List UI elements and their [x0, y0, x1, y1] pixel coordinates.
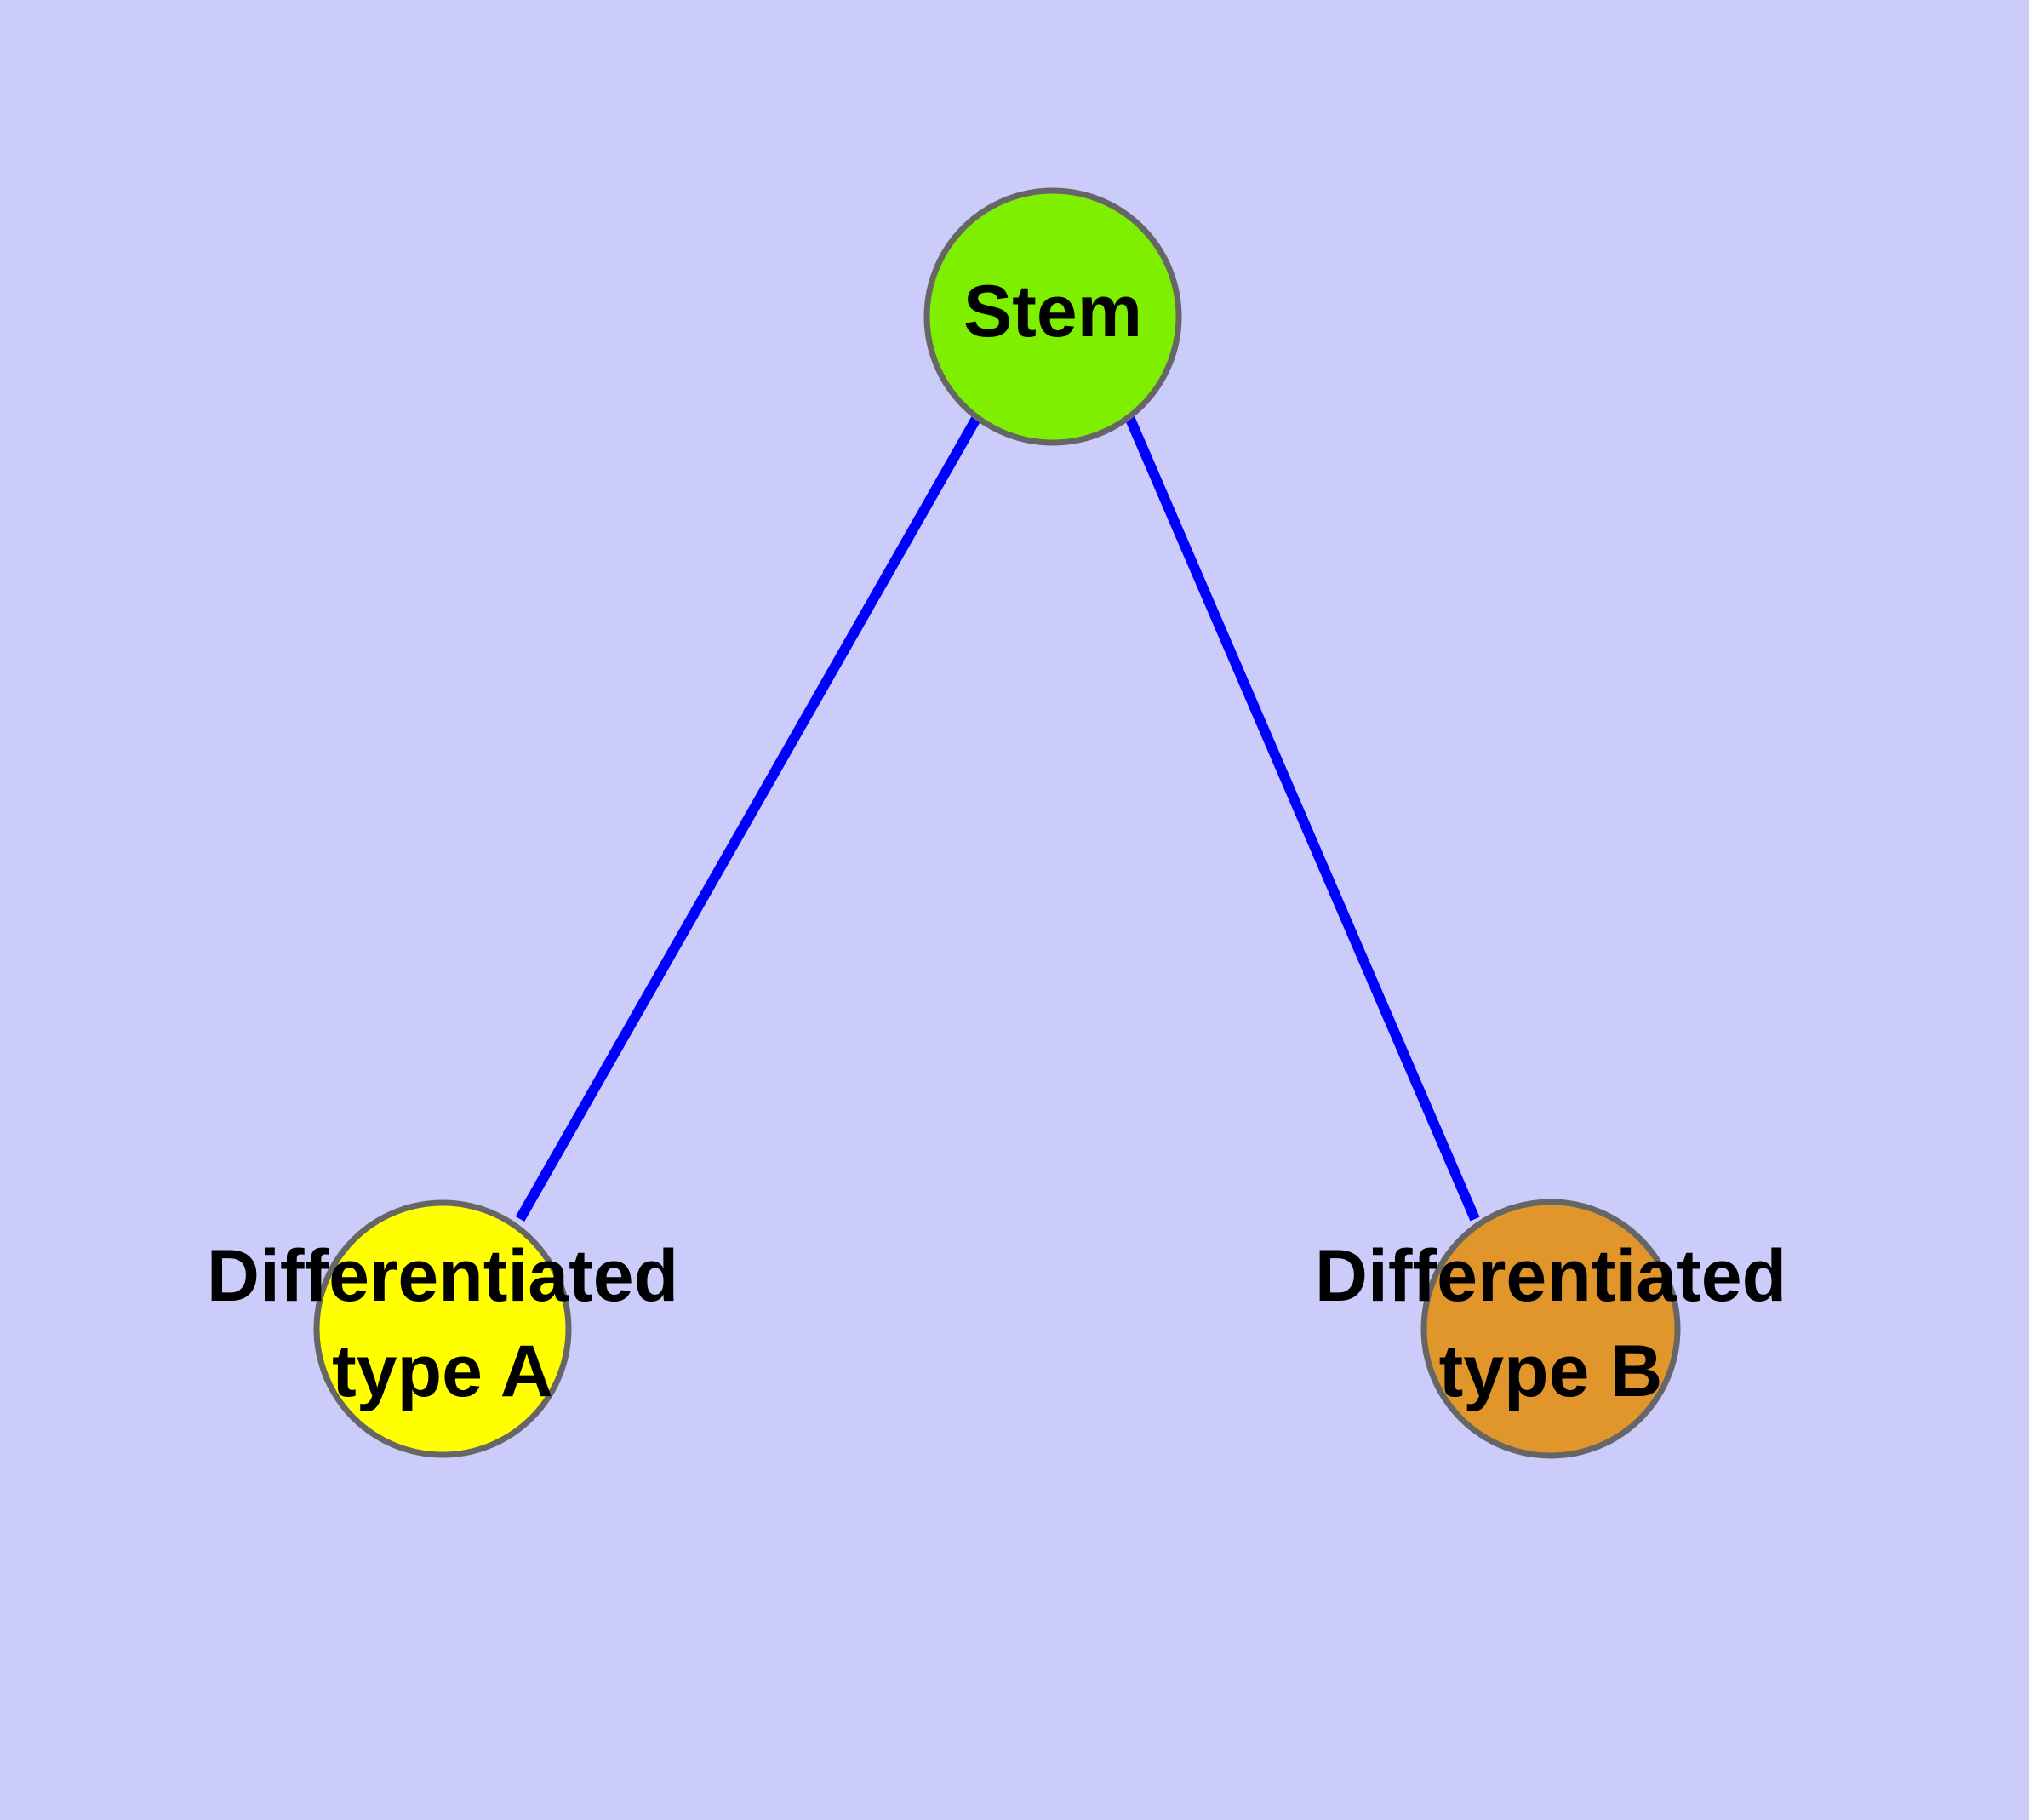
- edge-stem-to-diff-b[interactable]: [1124, 415, 1480, 1222]
- node-label-stem: Stem: [963, 271, 1142, 352]
- nodes-group: [313, 187, 1681, 1459]
- node-label-diff_b: Differentiated type B: [1315, 1235, 1786, 1412]
- edges-group: [515, 415, 1480, 1222]
- edge-stem-to-diff-a[interactable]: [515, 415, 982, 1222]
- node-diff_b[interactable]: [1420, 1199, 1681, 1459]
- node-label-line: type A: [332, 1331, 553, 1412]
- node-label-diff_a: Differentiated type A: [207, 1235, 678, 1412]
- node-label-line: Differentiated: [207, 1235, 678, 1317]
- node-diff_a[interactable]: [313, 1199, 572, 1458]
- node-label-line: Stem: [963, 271, 1142, 352]
- node-label-line: Differentiated: [1315, 1235, 1786, 1317]
- node-label-line: type B: [1439, 1331, 1663, 1412]
- node-stem[interactable]: [923, 187, 1182, 446]
